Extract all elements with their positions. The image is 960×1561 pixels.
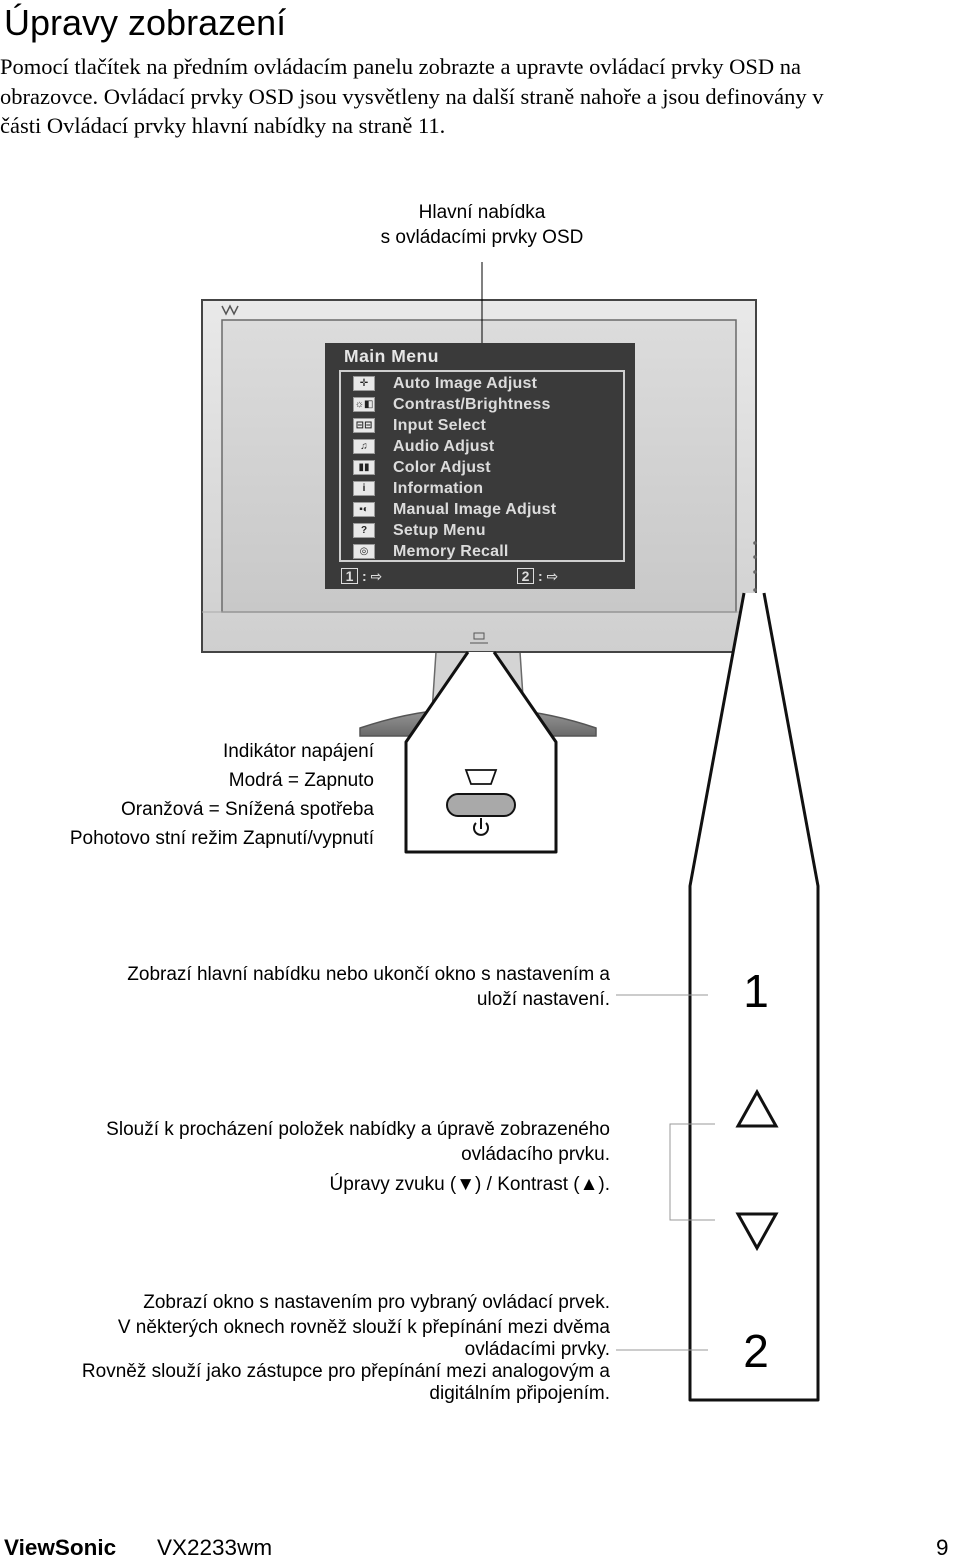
- osd-footer-key-2: 2: ⇨: [517, 568, 558, 584]
- description-line: Slouží k procházení položek nabídky a úp…: [106, 1119, 610, 1140]
- osd-callout-line: s ovládacími prvky OSD: [380, 227, 584, 248]
- osd-menu-title: Main Menu: [344, 346, 439, 366]
- music-note-icon: ♫: [353, 439, 375, 454]
- button2-description: Zobrazí okno s nastavením pro vybraný ov…: [10, 1290, 610, 1403]
- memory-recall-icon: ◎: [353, 544, 375, 559]
- page-title: Úpravy zobrazení: [4, 2, 287, 43]
- description-line: Rovněž slouží jako zástupce pro přepínán…: [81, 1361, 610, 1382]
- osd-footer-key-1: 1: ⇨: [341, 568, 382, 584]
- sun-contrast-icon: ☼◧: [353, 397, 375, 412]
- power-button-callout: [404, 651, 558, 854]
- bezel-power-mark: [470, 632, 488, 644]
- osd-item-color-adjust[interactable]: ▮▮ Color Adjust: [341, 457, 625, 478]
- osd-item-label: Auto Image Adjust: [393, 375, 538, 392]
- description-line: V některých oknech rovněž slouží k přepí…: [117, 1317, 610, 1338]
- osd-item-input-select[interactable]: ⊟⊟ Input Select: [341, 415, 625, 436]
- side-button-marks: [753, 541, 757, 592]
- button1-description: Zobrazí hlavní nabídku nebo ukončí okno …: [10, 962, 610, 1012]
- button-2[interactable]: 2: [743, 1325, 769, 1377]
- osd-key-label: 1: [341, 568, 358, 584]
- intro-line: Pomocí tlačítek na předním ovládacím pan…: [0, 54, 801, 79]
- page-number: 9: [936, 1535, 949, 1560]
- down-triangle-icon[interactable]: [735, 1212, 779, 1252]
- osd-item-manual-image-adjust[interactable]: ▪◐ Manual Image Adjust: [341, 499, 625, 520]
- description-line: ovládacími prvky.: [464, 1339, 610, 1360]
- question-icon: ?: [353, 523, 375, 538]
- osd-item-contrast-brightness[interactable]: ☼◧ Contrast/Brightness: [341, 394, 625, 415]
- description-line: ovládacího prvku.: [461, 1144, 610, 1165]
- manual-adjust-icon: ▪◐: [353, 502, 375, 517]
- osd-item-setup-menu[interactable]: ? Setup Menu: [341, 520, 625, 541]
- description-line: Zobrazí okno s nastavením pro vybraný ov…: [143, 1292, 610, 1313]
- intro-line: obrazovce. Ovládací prvky OSD jsou vysvě…: [0, 83, 824, 109]
- footer-model: VX2233wm: [157, 1535, 273, 1560]
- input-select-icon: ⊟⊟: [353, 418, 375, 433]
- osd-item-label: Memory Recall: [393, 543, 509, 560]
- osd-item-label: Contrast/Brightness: [393, 396, 551, 413]
- crosshair-icon: ✛: [353, 376, 375, 391]
- osd-item-label: Audio Adjust: [393, 438, 495, 455]
- power-indicator-line: Pohotovo stní režim Zapnutí/vypnutí: [69, 828, 374, 849]
- osd-item-information[interactable]: i Information: [341, 478, 625, 499]
- footer-brand: ViewSonic: [4, 1535, 117, 1560]
- description-line: digitálním připojením.: [429, 1383, 610, 1404]
- button-panel-callout: [688, 592, 820, 1402]
- osd-item-audio-adjust[interactable]: ♫ Audio Adjust: [341, 436, 625, 457]
- description-line: Zobrazí hlavní nabídku nebo ukončí okno …: [127, 964, 610, 985]
- power-indicator-line: Modrá = Zapnuto: [228, 770, 374, 791]
- osd-item-label: Input Select: [393, 417, 487, 434]
- intro-line: části Ovládací prvky hlavní nabídky na s…: [0, 113, 446, 138]
- info-icon: i: [353, 481, 375, 496]
- osd-key-label: 2: [517, 568, 534, 584]
- color-bars-icon: ▮▮: [353, 460, 375, 475]
- osd-item-label: Setup Menu: [393, 522, 486, 539]
- description-line: Úpravy zvuku (▼) / Kontrast (▲).: [329, 1174, 610, 1195]
- viewsonic-logo: [221, 304, 239, 316]
- exit-icon: : ⇨: [362, 568, 383, 584]
- osd-main-menu: Main Menu ✛ Auto Image Adjust ☼◧ Contras…: [325, 343, 635, 589]
- osd-callout-label: Hlavní nabídka s ovládacími prvky OSD: [340, 200, 624, 250]
- exit-icon: : ⇨: [538, 568, 559, 584]
- osd-callout-line: Hlavní nabídka: [418, 202, 546, 223]
- description-line: uloží nastavení.: [476, 989, 610, 1010]
- osd-menu-list: ✛ Auto Image Adjust ☼◧ Contrast/Brightne…: [339, 370, 625, 562]
- osd-item-label: Color Adjust: [393, 459, 491, 476]
- nav-buttons-description: Slouží k procházení položek nabídky a úp…: [10, 1117, 610, 1197]
- osd-item-label: Information: [393, 480, 484, 497]
- osd-item-memory-recall[interactable]: ◎ Memory Recall: [341, 541, 625, 562]
- osd-item-label: Manual Image Adjust: [393, 501, 557, 518]
- power-indicator-line: Oranžová = Snížená spotřeba: [121, 799, 374, 820]
- osd-item-auto-image-adjust[interactable]: ✛ Auto Image Adjust: [341, 373, 625, 394]
- leader-lines: [616, 994, 715, 1351]
- button-1[interactable]: 1: [743, 965, 769, 1017]
- power-indicator-line: Indikátor napájení: [222, 741, 374, 762]
- intro-paragraph: Pomocí tlačítek na předním ovládacím pan…: [0, 52, 950, 141]
- power-indicator-text: Indikátor napájení Modrá = Zapnuto Oranž…: [10, 737, 374, 853]
- up-triangle-icon[interactable]: [735, 1088, 779, 1128]
